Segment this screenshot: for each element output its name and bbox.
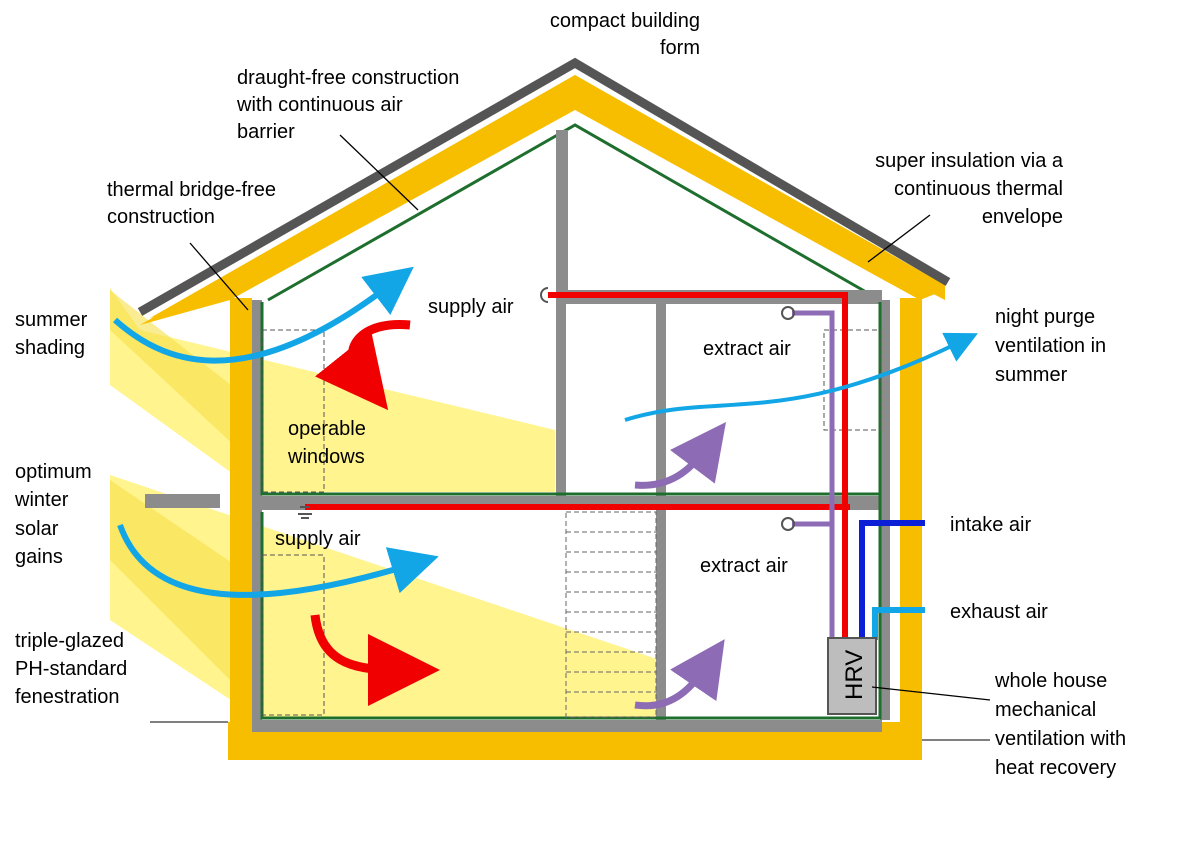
left-wall-lower-insulation — [230, 498, 252, 723]
triple-glazed-label-2: PH-standard — [15, 658, 127, 680]
summer-shading-label-1: summer — [15, 309, 88, 331]
left-wall-upper-insulation — [230, 298, 252, 498]
whole-house-leader — [871, 686, 991, 701]
right-structural-wall — [880, 300, 890, 720]
balcony-block — [230, 495, 252, 550]
draught-free-leader — [339, 134, 419, 211]
roof-outline — [137, 57, 951, 316]
supply-air-upper-arrow — [315, 319, 411, 411]
right-wall-lower-insulation — [900, 428, 922, 723]
extract-duct-upper — [792, 310, 835, 640]
airflow-arrows — [113, 266, 978, 710]
summer-shading-flow-arrow — [113, 266, 414, 364]
winter-gains-label-2: winter — [14, 489, 69, 511]
whole-house-label-3: ventilation with — [995, 728, 1126, 750]
lower-room-wall — [656, 510, 666, 720]
thermal-bridge-label-2: construction — [107, 206, 215, 228]
thermal-bridge-leader — [189, 242, 249, 311]
thermal-bridge-label-1: thermal bridge-free — [107, 179, 276, 201]
roof-air-barrier — [267, 123, 881, 302]
hrv-unit — [827, 637, 877, 715]
lower-left-window — [261, 554, 325, 716]
super-insulation-label-2: continuous thermal — [894, 178, 1063, 200]
roof-insulation-body — [150, 75, 945, 318]
extract-upper-arrow — [634, 422, 727, 489]
intake-air-label: intake air — [950, 514, 1031, 536]
night-purge-label-1: night purge — [995, 306, 1095, 328]
upper-room-wall — [656, 300, 666, 496]
triple-glazed-label-1: triple-glazed — [15, 630, 124, 652]
operable-windows-label-2: windows — [287, 446, 365, 468]
super-insulation-label-3: envelope — [982, 206, 1063, 228]
night-purge-arrow — [624, 332, 978, 422]
winter-gains-label-4: gains — [15, 546, 63, 568]
leader-lines — [189, 134, 991, 701]
draught-free-label-3: barrier — [237, 121, 295, 143]
supply-air-lower-arrow — [310, 614, 440, 706]
winter-gains-flow-arrow — [117, 523, 439, 598]
summer-sun-beam-dark — [110, 290, 250, 460]
night-purge-label-2: ventilation in — [995, 335, 1106, 357]
roof — [137, 57, 951, 325]
exhaust-air-label: exhaust air — [950, 601, 1048, 623]
attic-divider-wall — [556, 130, 568, 300]
hrv-label: HRV — [841, 650, 868, 700]
compact-form-label-1: compact building — [550, 10, 700, 32]
winter-sun-beam-dark — [110, 480, 250, 700]
extract-valve-upper-icon — [781, 306, 795, 320]
ground-slab — [252, 720, 882, 732]
operable-windows-label-1: operable — [288, 418, 366, 440]
stair-outline — [565, 511, 657, 718]
supply-air-upper-label: supply air — [428, 296, 514, 318]
whole-house-label-2: mechanical — [995, 699, 1096, 721]
night-purge-label-3: summer — [995, 364, 1068, 386]
supply-duct-upper — [548, 292, 848, 650]
super-insulation-label-1: super insulation via a — [875, 150, 1064, 172]
supply-diffuser-lower-icon — [298, 506, 312, 519]
labels: compact building form draught-free const… — [14, 10, 1126, 779]
extract-valve-lower-icon — [781, 517, 795, 531]
winter-gains-label-1: optimum — [15, 461, 92, 483]
supply-diffuser-upper-icon — [540, 287, 549, 303]
intake-duct — [859, 520, 925, 640]
upper-partition-wall — [556, 300, 566, 496]
extract-air-upper-label: extract air — [703, 338, 791, 360]
supply-air-lower-label: supply air — [275, 528, 361, 550]
ducts — [298, 287, 925, 650]
extract-air-lower-label: extract air — [700, 555, 788, 577]
extract-lower-arrow — [634, 639, 725, 710]
windows — [261, 329, 881, 716]
summer-shading-label-2: shading — [15, 337, 85, 359]
winter-gains-label-3: solar — [15, 518, 59, 540]
upper-right-window — [823, 329, 881, 431]
exhaust-duct — [872, 607, 925, 640]
super-insulation-leader — [867, 214, 931, 263]
whole-house-label-4: heat recovery — [995, 757, 1116, 779]
compact-form-label-2: form — [660, 37, 700, 59]
staircase — [565, 511, 657, 718]
whole-house-label-1: whole house — [994, 670, 1107, 692]
triple-glazed-label-3: fenestration — [15, 686, 120, 708]
draught-free-label-1: draught-free construction — [237, 67, 459, 89]
cantilever-slab — [145, 494, 220, 508]
draught-free-label-2: with continuous air — [236, 94, 403, 116]
